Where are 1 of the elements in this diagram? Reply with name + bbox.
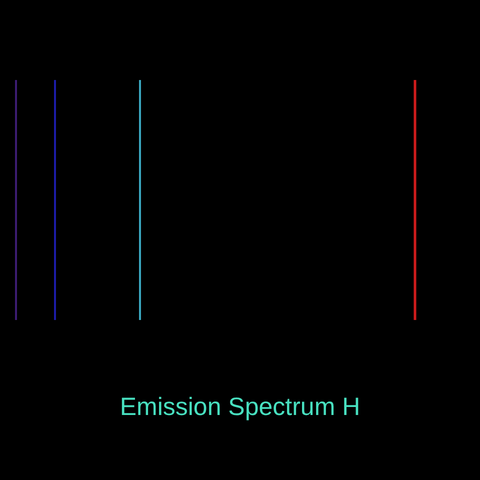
diagram-title: Emission Spectrum H: [120, 393, 360, 421]
